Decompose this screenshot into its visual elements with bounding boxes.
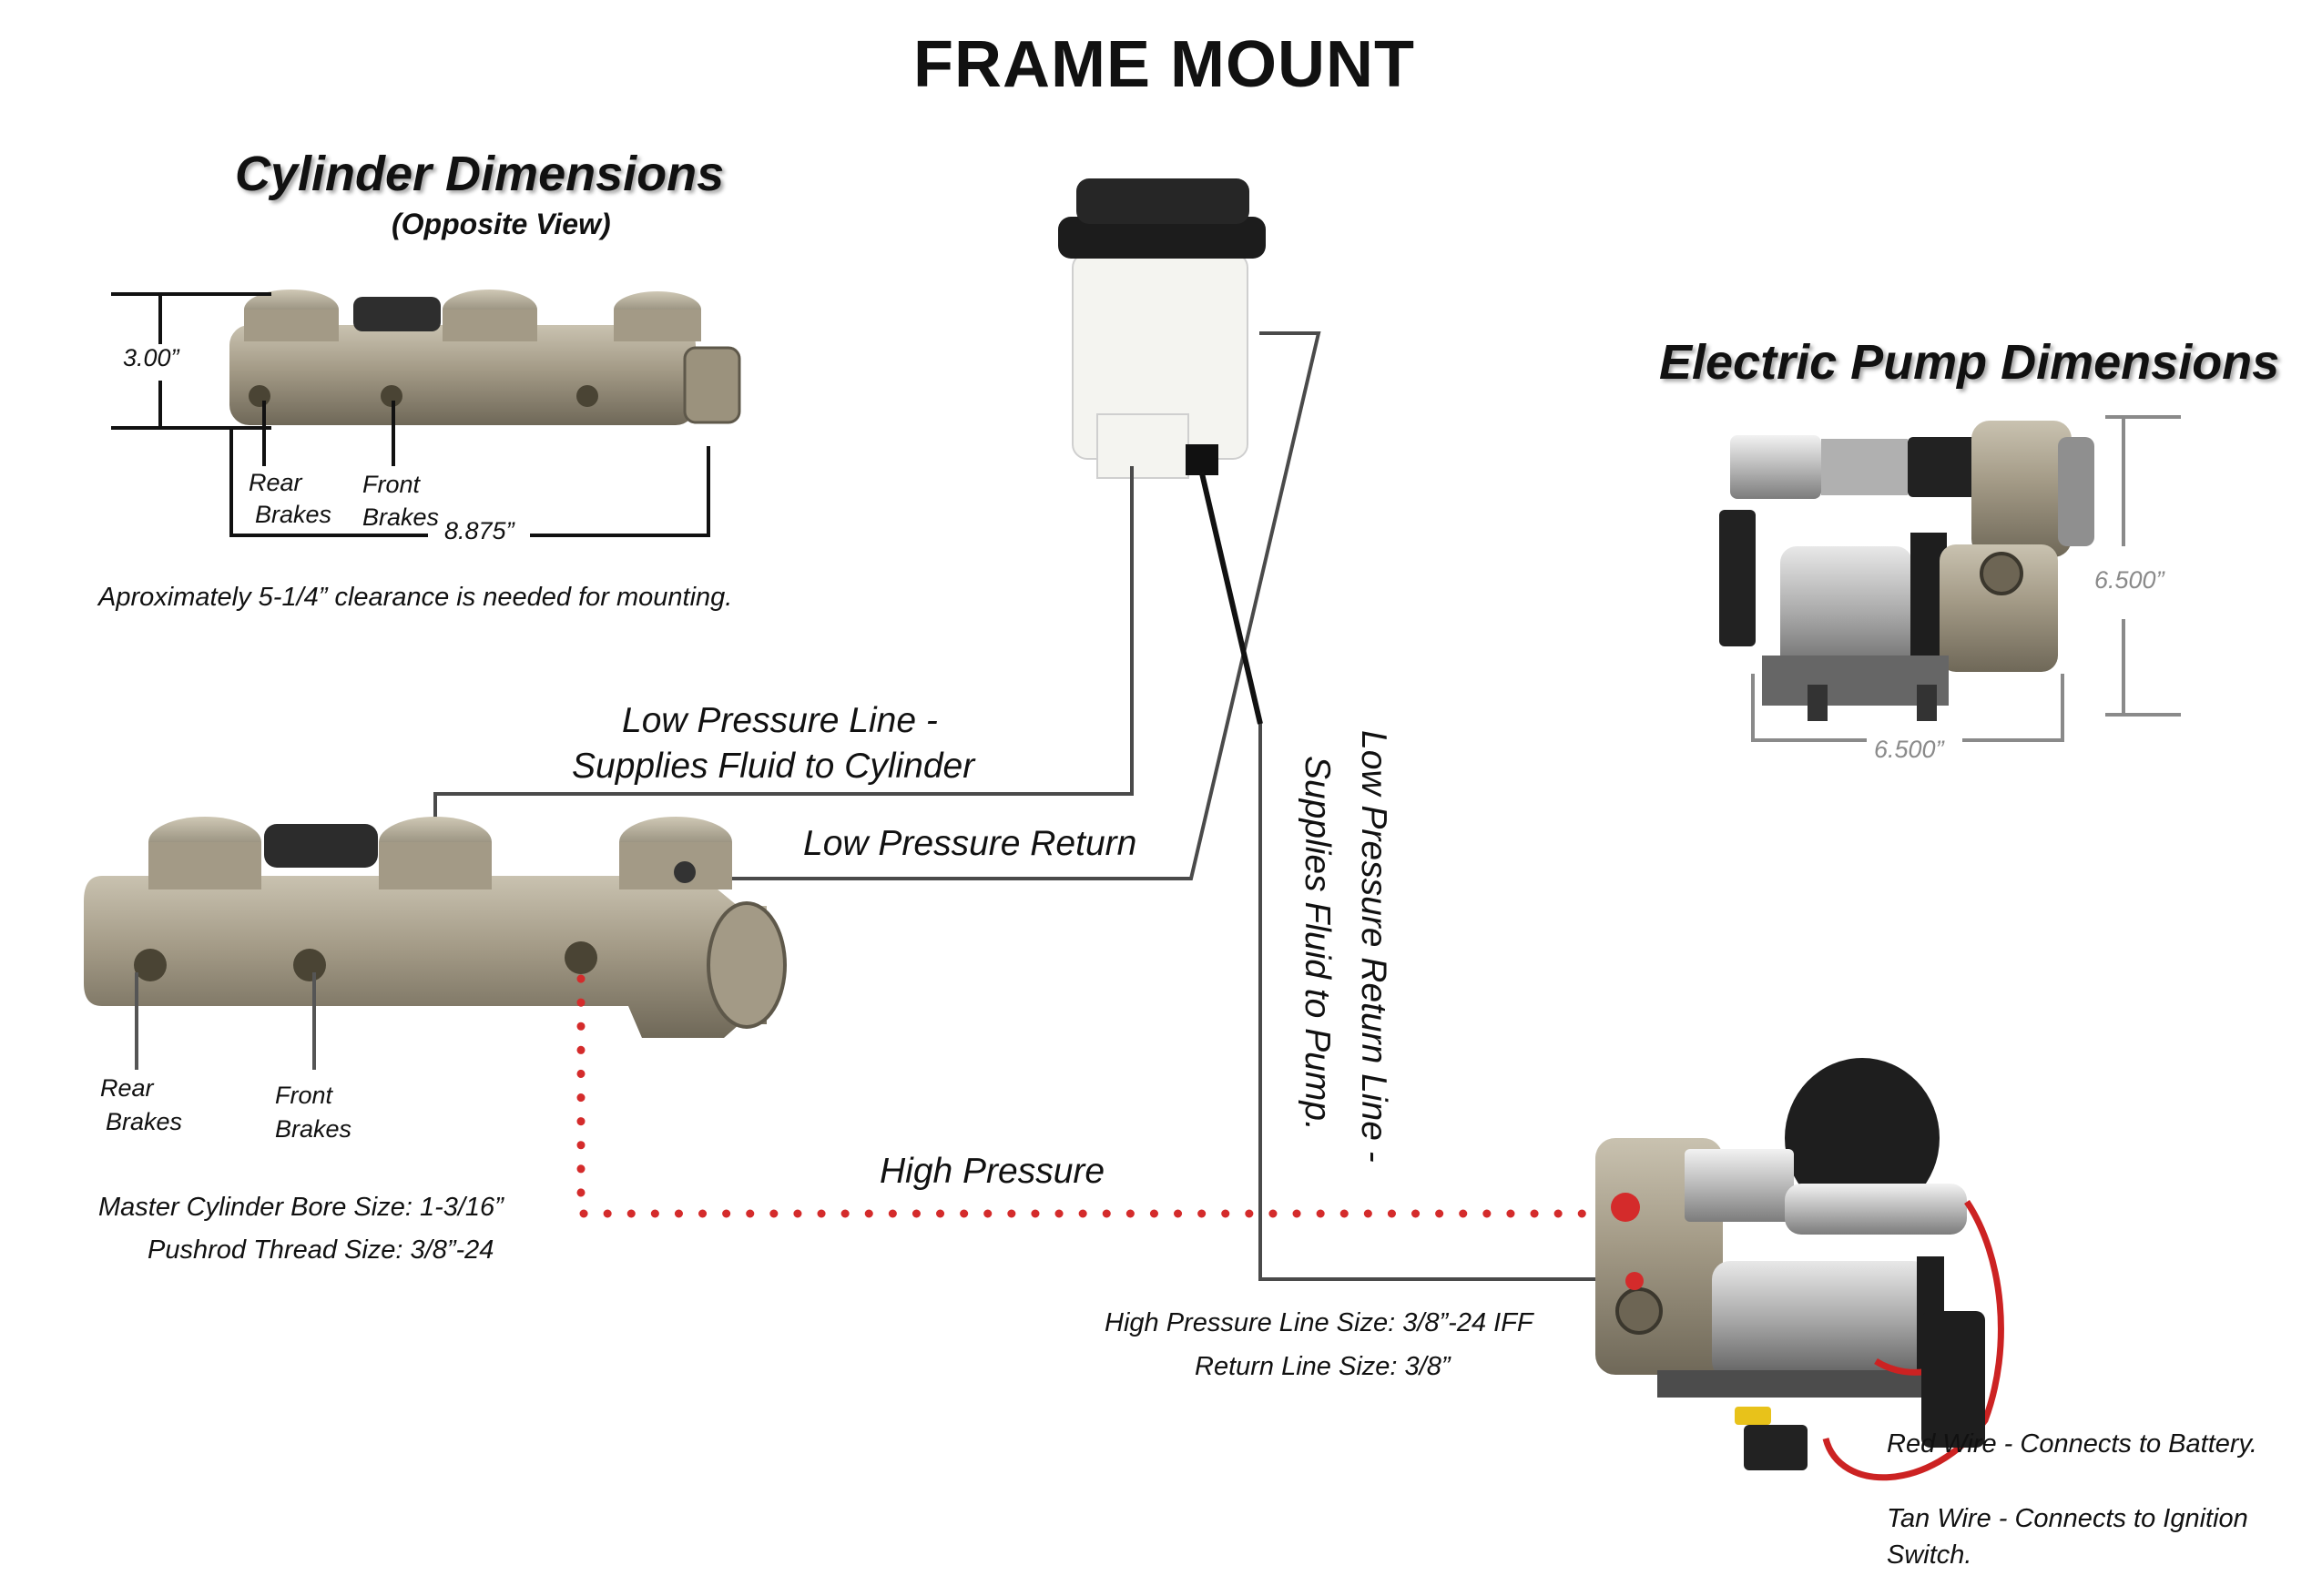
clearance-note: Aproximately 5-1/4” clearance is needed … [98,583,733,612]
return-line-label-2: Supplies Fluid to Pump. [1298,756,1337,1131]
red-wire-note: Red Wire - Connects to Battery. [1887,1429,2257,1459]
small-rear-label: Rear [249,469,302,496]
main-rear-label: Rear [100,1074,154,1102]
low-pressure-line-label-2: Supplies Fluid to Cylinder [572,747,975,786]
main-rear-label-2: Brakes [106,1108,183,1135]
main-cylinder-callout-lines [135,972,316,1070]
return-line-dark-segment [1199,473,1263,725]
return-line-size: Return Line Size: 3/8” [1195,1352,1451,1381]
cylinder-height-label: 3.00” [123,344,179,371]
main-front-label-2: Brakes [275,1115,352,1143]
master-cylinder-image [84,817,787,1038]
low-pressure-return-label: Low Pressure Return [803,824,1137,863]
page-title: FRAME MOUNT [913,28,1415,101]
pump-height-label: 6.500” [2094,566,2164,594]
small-cylinder-dimension-lines [111,292,710,537]
low-pressure-lines [433,331,1595,1281]
main-front-label: Front [275,1082,333,1109]
small-master-cylinder-image [229,290,741,425]
high-pressure-dotted-line [576,974,1607,1218]
small-rear-label-2: Brakes [255,501,332,528]
electric-pump-image [1595,1058,2004,1481]
cylinder-length-label: 8.875” [444,517,514,544]
small-front-label: Front [362,471,421,498]
pump-dimensions-heading: Electric Pump Dimensions [1659,335,2280,390]
pump-width-label: 6.500” [1874,736,1944,763]
pushrod-thread-label: Pushrod Thread Size: 3/8”-24 [148,1235,494,1265]
fluid-reservoir-image [1058,178,1266,479]
electric-pump-top-image [1719,421,2094,721]
cylinder-dimensions-subheading: (Opposite View) [392,208,611,240]
high-pressure-label: High Pressure [880,1152,1105,1191]
return-line-label: Low Pressure Return Line - [1354,730,1393,1163]
high-pressure-line-size: High Pressure Line Size: 3/8”-24 IFF [1105,1308,1533,1337]
tan-wire-note: Tan Wire - Connects to Ignition [1887,1504,2248,1533]
tan-wire-note-2: Switch. [1887,1540,1972,1570]
small-front-label-2: Brakes [362,503,440,531]
pump-dimension-lines [1751,415,2181,742]
low-pressure-line-label: Low Pressure Line - [622,701,938,740]
cylinder-dimensions-heading: Cylinder Dimensions [235,147,725,201]
bore-size-label: Master Cylinder Bore Size: 1-3/16” [98,1193,504,1222]
